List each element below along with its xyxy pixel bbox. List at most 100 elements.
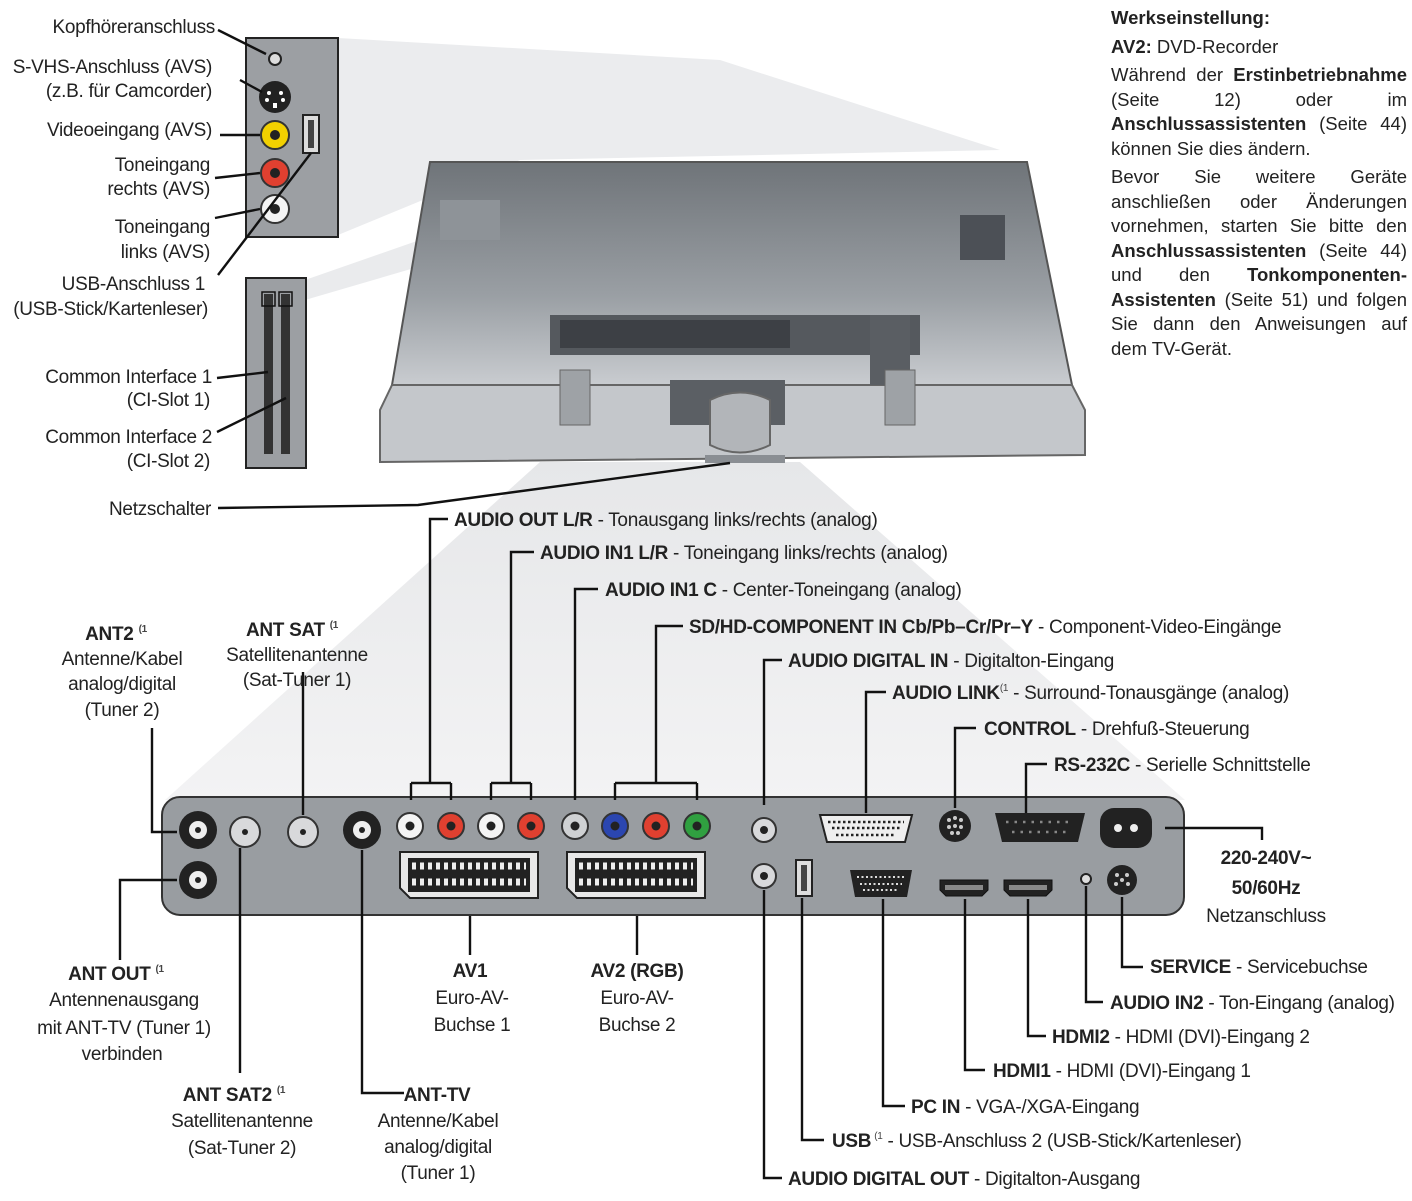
note-heading: Werkseinstellung: [1111,7,1271,28]
label-ant-sat2-1: Satellitenantenne [171,1111,313,1132]
label-power-3: Netzanschluss [1206,906,1326,927]
callout-audio-digital-out: AUDIO DIGITAL OUT - Digitalton-Ausgang [788,1169,1140,1190]
leader-lines [118,28,1264,1180]
component-cb-jack[interactable] [601,812,629,840]
callout-audio-out-lr: AUDIO OUT L/R - Tonausgang links/rechts … [454,510,877,531]
note-paragraph-2: Bevor Sie weitere Geräte anschließen ode… [1111,166,1407,359]
callout-audio-in2: AUDIO IN2 - Ton-Eingang (analog) [1110,993,1395,1014]
label-ant2: ANT2(1 [85,624,147,645]
svhs-jack[interactable] [259,81,291,113]
ant-tv-jack[interactable] [343,811,381,849]
label-video-in: Videoeingang (AVS) [47,120,212,141]
hdmi2-port[interactable] [1003,879,1053,897]
label-ant-sat2-2: (Sat-Tuner 2) [188,1138,296,1159]
ant-sat2-jack[interactable] [229,816,261,848]
label-ant-out: ANT OUT(1 [68,964,164,985]
audio-in1-c-jack[interactable] [561,812,589,840]
ant-sat-jack[interactable] [287,816,319,848]
component-cr-jack[interactable] [642,812,670,840]
label-ant-sat2: ANT SAT2(1 [183,1085,286,1106]
side-panel [245,37,339,238]
label-power-2: 50/60Hz [1232,878,1301,899]
label-ant2-3: (Tuner 2) [85,700,160,721]
label-usb1-2: (USB-Stick/Kartenleser) [13,299,208,320]
label-ant2-1: Antenne/Kabel [62,649,183,670]
zoom-beam-top [338,38,1000,235]
power-label: 220-240V~ 50/60Hz Netzanschluss [1206,848,1326,927]
av1-scart[interactable] [399,851,539,899]
note-av2: AV2: DVD-Recorder [1111,35,1279,57]
pc-in-connector[interactable] [850,870,912,897]
label-ant-out-2: mit ANT-TV (Tuner 1) [37,1018,211,1039]
label-audio-l-1: Toneingang [115,217,210,238]
audio-in1-l-jack[interactable] [477,812,505,840]
label-ant-sat-2: (Sat-Tuner 1) [243,670,351,691]
label-svhs-2: (z.B. für Camcorder) [46,81,212,102]
label-ci1-1: Common Interface 1 [45,367,212,388]
label-ant-sat-1: Satellitenantenne [226,645,368,666]
callout-service: SERVICE - Servicebuchse [1150,957,1368,978]
label-ant-tv: ANT-TV [404,1085,471,1106]
callout-component: SD/HD-COMPONENT IN Cb/Pb–Cr/Pr–Y - Compo… [689,617,1281,638]
label-audio-r-1: Toneingang [115,155,210,176]
factory-settings-note: Werkseinstellung: AV2: DVD-Recorder Währ… [1111,6,1407,365]
callout-usb2: USB(1 - USB-Anschluss 2 (USB-Stick/Karte… [832,1131,1242,1152]
callout-hdmi1: HDMI1 - HDMI (DVI)-Eingang 1 [993,1061,1251,1082]
label-av1-2: Buchse 1 [434,1015,511,1036]
label-usb1-1: USB-Anschluss 1 [62,274,205,295]
label-headphone: Kopfhöreranschluss [52,17,215,38]
audio-digital-out-jack[interactable] [751,863,777,889]
callout-audio-digital-in: AUDIO DIGITAL IN - Digitalton-Eingang [788,651,1114,672]
label-ant-tv-2: analog/digital [384,1137,492,1158]
label-ant-tv-3: (Tuner 1) [401,1163,476,1184]
rs232c-connector[interactable] [995,813,1085,842]
audio-out-r-jack[interactable] [437,812,465,840]
headphone-jack[interactable] [268,52,282,66]
bottom-callouts: SERVICE - Servicebuchse AUDIO IN2 - Ton-… [788,957,1395,1190]
callout-control: CONTROL - Drehfuß-Steuerung [984,719,1249,740]
component-y-jack[interactable] [683,812,711,840]
left-labels: ANT2(1 Antenne/Kabel analog/digital (Tun… [37,620,684,1184]
audio-link-connector[interactable] [818,814,914,843]
label-ci1-2: (CI-Slot 1) [127,390,210,411]
label-power-1: 220-240V~ [1221,848,1312,869]
ant-out-jack[interactable] [179,861,217,899]
note-paragraph-1: Während der Erstinbetriebnahme (Seite 12… [1111,64,1407,159]
callout-audio-in1-lr: AUDIO IN1 L/R - Toneingang links/rechts … [540,543,948,564]
ant2-jack[interactable] [179,811,217,849]
callout-pc-in: PC IN - VGA-/XGA-Eingang [911,1097,1139,1118]
callout-audio-in1-c: AUDIO IN1 C - Center-Toneingang (analog) [605,580,962,601]
service-jack[interactable] [1107,865,1137,895]
label-av2-2: Buchse 2 [599,1015,676,1036]
label-av2-1: Euro-AV- [600,988,673,1009]
callout-audio-link: AUDIO LINK(1 - Surround-Tonausgänge (ana… [892,683,1289,704]
hdmi1-port[interactable] [939,879,989,897]
label-av2: AV2 (RGB) [590,961,683,982]
av2-scart[interactable] [566,851,706,899]
label-audio-l-2: links (AVS) [121,242,210,263]
usb2-port[interactable] [795,859,813,897]
label-ci2-1: Common Interface 2 [45,427,212,448]
label-ant2-2: analog/digital [68,674,176,695]
audio-digital-in-jack[interactable] [751,817,777,843]
audio-out-l-jack[interactable] [396,812,424,840]
top-callouts: AUDIO OUT L/R - Tonausgang links/rechts … [454,510,1311,776]
callout-hdmi2: HDMI2 - HDMI (DVI)-Eingang 2 [1052,1027,1310,1048]
label-audio-r-2: rechts (AVS) [107,179,210,200]
callout-rs232c: RS-232C - Serielle Schnittstelle [1054,755,1311,776]
label-ant-out-3: verbinden [82,1044,163,1065]
tv-rear-view [379,161,1086,464]
label-av1-1: Euro-AV- [435,988,508,1009]
label-ant-sat: ANT SAT(1 [246,620,339,641]
zoom-beam-bottom [165,462,1185,800]
side-labels: Kopfhöreranschluss S-VHS-Anschluss (AVS)… [13,17,216,520]
label-av1: AV1 [453,961,488,982]
power-socket[interactable] [1100,808,1152,848]
label-ci2-2: (CI-Slot 2) [127,451,210,472]
control-jack[interactable] [939,810,971,842]
audio-in1-r-jack[interactable] [517,812,545,840]
label-svhs-1: S-VHS-Anschluss (AVS) [13,57,212,78]
label-ant-out-1: Antennenausgang [49,990,199,1011]
audio-in2-jack[interactable] [1080,873,1092,885]
